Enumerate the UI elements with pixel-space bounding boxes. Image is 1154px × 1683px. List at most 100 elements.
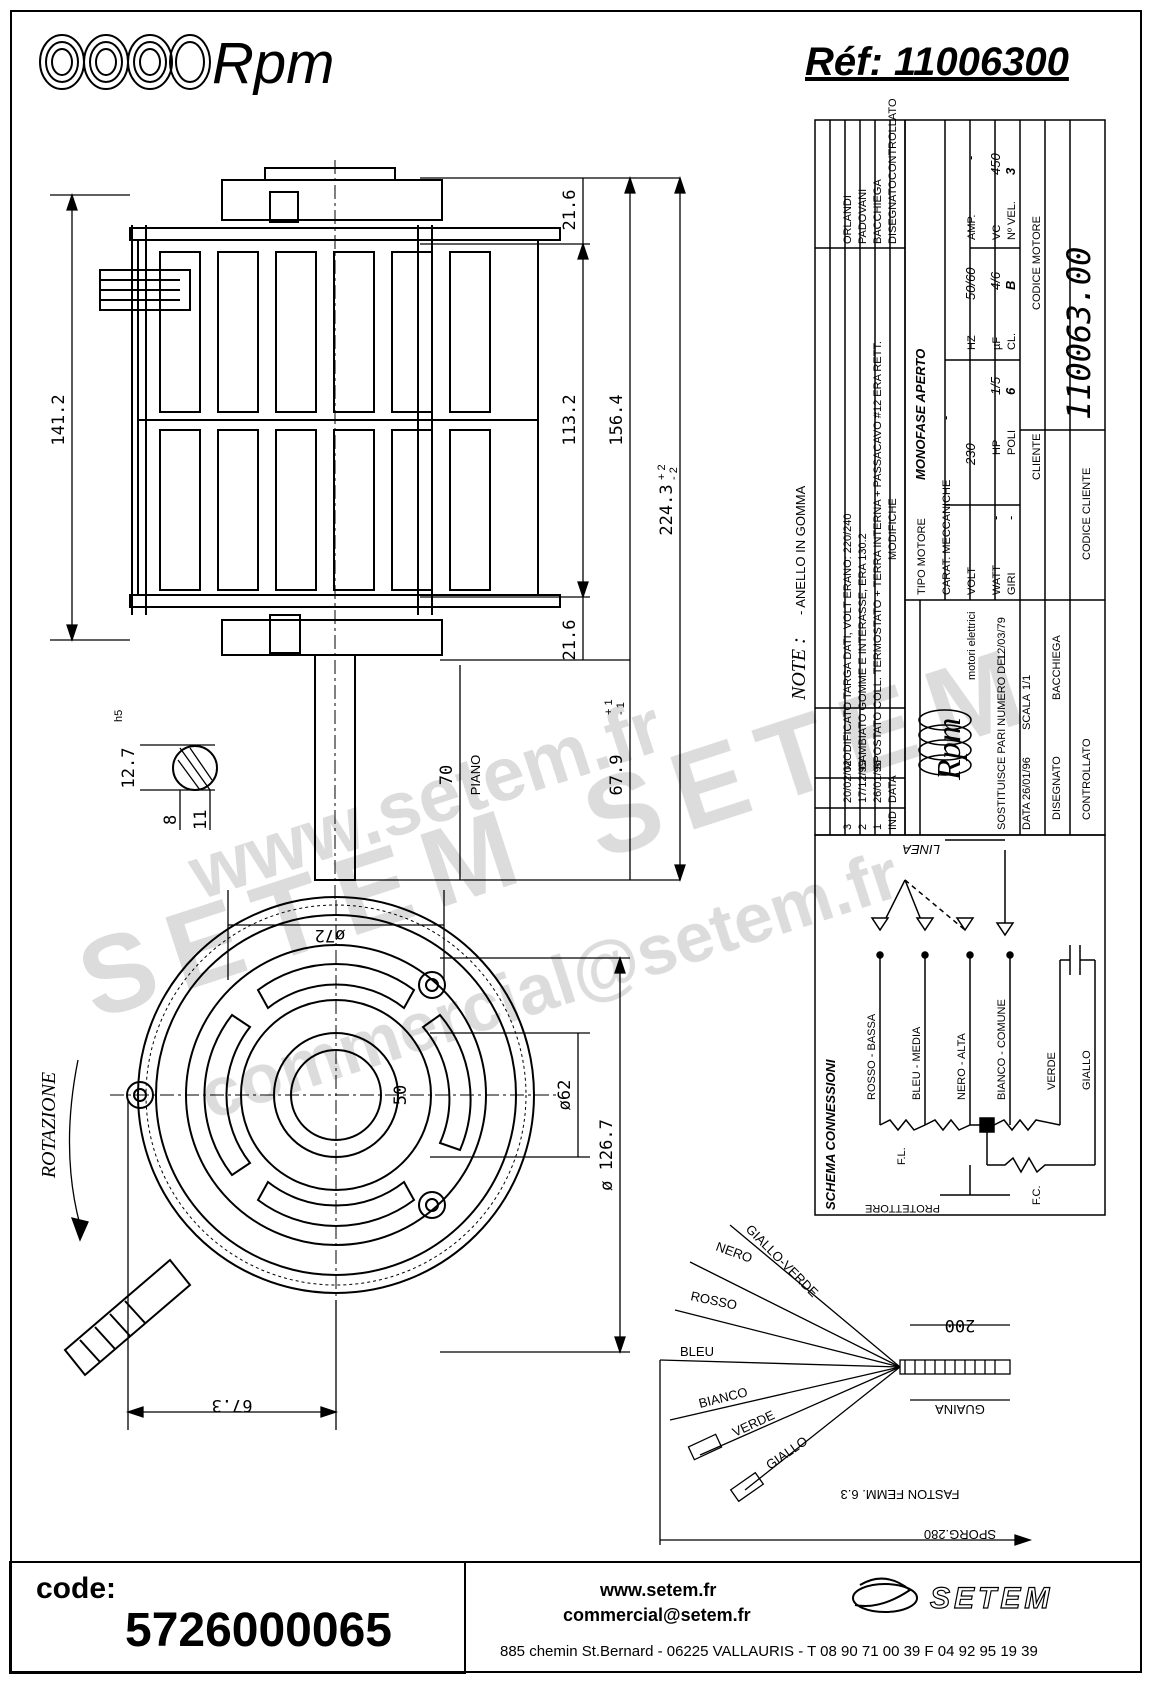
dim-224: 224.3 — [657, 484, 677, 535]
cable-rosso: ROSSO — [689, 1288, 738, 1312]
rev-3-ind: 3 — [842, 824, 854, 830]
cliente-label: CLIENTE — [1031, 434, 1043, 480]
dim-141: 141.2 — [49, 394, 69, 445]
watermark-setem-2: SETEM — [569, 621, 1053, 883]
dim-200: 200 — [945, 1315, 976, 1335]
tipo-label: TIPO MOTORE — [916, 518, 928, 595]
carat-label: CARAT. MECCANICHE — [941, 480, 953, 595]
data-value: 26/01/96 — [1021, 757, 1033, 800]
notes-text: - ANELLO IN GOMMA — [793, 485, 808, 615]
dim-70: 70 — [437, 765, 457, 785]
fl-label: F.L. — [896, 1147, 908, 1165]
rev-header-text: MODIFICHE — [887, 498, 899, 560]
sporg-label: SPORG.280 — [924, 1527, 996, 1542]
dim-216-bottom: 21.6 — [560, 620, 580, 661]
giri-value: - — [1003, 516, 1018, 520]
title-block-logo-sub: motori elettrici — [966, 612, 978, 680]
rev-2-date: 17/12/99 — [857, 760, 869, 803]
controllato-label: CONTROLLATO — [1081, 738, 1093, 820]
nvel-value: 3 — [1003, 167, 1018, 175]
brand-title: Rpm — [212, 31, 335, 96]
email-link[interactable]: commercial@setem.fr — [563, 1605, 751, 1625]
rev-3-sign: ORLANDI — [842, 195, 854, 244]
volt-label: VOLT — [966, 567, 978, 595]
code-value: 5726000065 — [125, 1604, 392, 1657]
dim-8: 8 — [161, 815, 181, 825]
wire-bleu-media: BLEU - MEDIA — [911, 1026, 923, 1100]
poli-value: 6 — [1003, 387, 1018, 395]
connection-schema — [814, 834, 1106, 1216]
cable-giallo-verde: GIALLO-VERDE — [743, 1222, 822, 1301]
rev-1-sign: BACCHIEGA — [872, 179, 884, 244]
cl-label: CL. — [1006, 333, 1018, 350]
motor-front-view — [63, 896, 560, 1377]
rpm-coil-logo — [39, 34, 211, 90]
disegnato-value: BACCHIEGA — [1051, 635, 1063, 700]
codice-motore-label: CODICE MOTORE — [1031, 216, 1043, 310]
sost-date: 12/03/79 — [996, 617, 1008, 660]
rev-3-date: 20/02/02 — [842, 760, 854, 803]
codice-cliente-label: CODICE CLIENTE — [1081, 468, 1093, 560]
rotation-label: ROTAZIONE — [38, 1072, 60, 1179]
wire-nero-alta: NERO - ALTA — [956, 1033, 968, 1100]
rev-3-text: MODIFICATO TARGA DATI, VOLT ERANO: 220/2… — [842, 513, 854, 770]
vc-label: VC — [991, 225, 1003, 240]
tipo-value: MONOFASE APERTO — [913, 349, 928, 480]
uf-value: 4/6 — [988, 271, 1003, 290]
dim-156: 156.4 — [607, 394, 627, 445]
sost-label: SOSTITUISCE PARI NUMERO DEL — [996, 652, 1008, 830]
dim-679: 67.9 — [607, 755, 627, 796]
rev-2-text: CAMBIATO GOMME E INTERASSE, ERA 130.2 — [857, 533, 869, 770]
rev-1-text: SPOSTATO COLL. TERMOSTATO + TERRA INTERN… — [872, 341, 884, 770]
hz-value: 50/60 — [963, 267, 978, 300]
rev-2-sign: PADOVANI — [857, 189, 869, 244]
nvel-label: Nº VEL. — [1006, 201, 1018, 240]
dim-1267: ø 126.7 — [597, 1119, 617, 1191]
wire-giallo: GIALLO — [1081, 1050, 1093, 1090]
linea-label: LINEA — [902, 842, 940, 857]
cable-verde: VERDE — [730, 1407, 777, 1440]
scala-label: SCALA — [1021, 693, 1033, 730]
poli-label: POLI — [1006, 430, 1018, 455]
rev-header-drawn: DISEGNATO — [887, 180, 899, 244]
protettore-label: PROTETTORE — [865, 1202, 940, 1214]
guaina-label: GUAINA — [935, 1402, 985, 1417]
revision-table: 3 20/02/02 MODIFICATO TARGA DATI, VOLT E… — [842, 98, 899, 830]
wire-bianco-comune: BIANCO - COMUNE — [996, 999, 1008, 1100]
cl-value: B — [1003, 281, 1018, 290]
dim-113: 113.2 — [560, 394, 580, 445]
side-dimensions — [50, 175, 686, 883]
website-link[interactable]: www.setem.fr — [600, 1580, 717, 1600]
schema-title: SCHEMA CONNESSIONI — [823, 1059, 838, 1210]
hp-value: 1/5 — [988, 376, 1003, 395]
cable-bleu: BLEU — [680, 1344, 714, 1359]
dim-62: ø62 — [555, 1080, 575, 1111]
dim-673: 67.3 — [212, 1395, 253, 1415]
uf-label: µF — [991, 337, 1003, 350]
disegnato-label: DISEGNATO — [1051, 756, 1063, 820]
dim-50: 50 — [391, 1085, 411, 1105]
amp-label: AMP. — [966, 215, 978, 240]
dim-127: 12.7 — [119, 748, 139, 789]
address: 885 chemin St.Bernard - 06225 VALLAURIS … — [500, 1643, 1038, 1660]
dim-11: 11 — [191, 810, 211, 830]
wire-verde: VERDE — [1046, 1052, 1058, 1090]
rev-header-checked: CONTROLLATO — [887, 98, 899, 180]
rev-2-ind: 2 — [857, 824, 869, 830]
hz-label: HZ — [966, 335, 978, 350]
setem-logo — [852, 1577, 918, 1613]
winding-slots — [159, 251, 491, 591]
rev-header-date: DATA — [887, 775, 899, 803]
front-dimensions — [68, 890, 630, 1430]
hp-label: HP — [991, 440, 1003, 455]
specs: TIPO MOTORE MONOFASE APERTO CARAT. MECCA… — [913, 153, 1098, 830]
motor-side-view — [99, 160, 561, 900]
wire-rosso-bassa: ROSSO - BASSA — [866, 1013, 878, 1100]
notes-label: NOTE : — [788, 637, 810, 701]
carat-value: - — [938, 416, 953, 420]
dim-72: ø72 — [315, 925, 346, 945]
h5-label: h5 — [113, 710, 125, 722]
faston-label: FASTON FEMM. 6.3 — [841, 1487, 960, 1502]
dim-216-top: 21.6 — [560, 190, 580, 231]
